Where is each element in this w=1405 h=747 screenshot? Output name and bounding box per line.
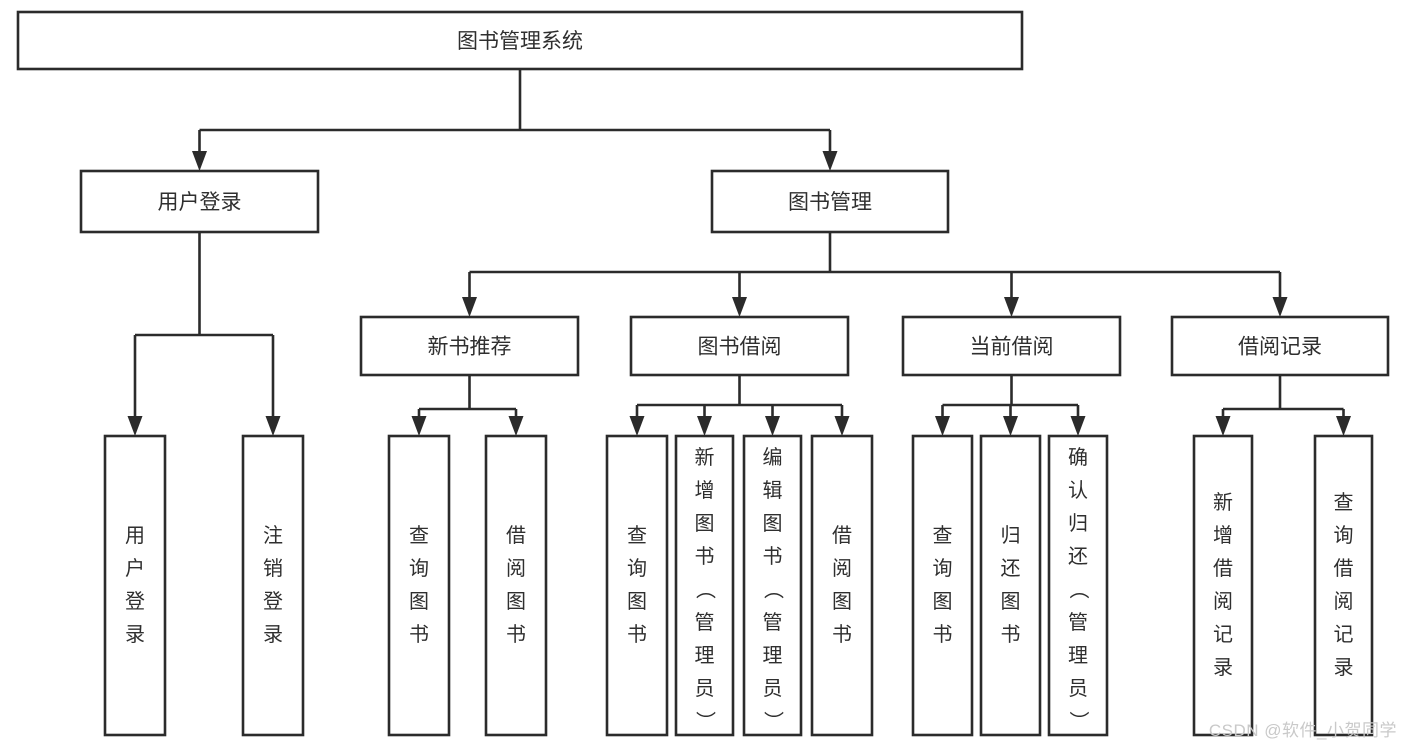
csdn-watermark: CSDN @软件_小贺同学 [1208, 721, 1397, 740]
node-box[interactable] [1047, 434, 1109, 737]
arrow-head-icon [1003, 416, 1018, 436]
node-label: 图书管理系统 [457, 30, 583, 53]
arrow-head-icon [1336, 416, 1351, 436]
node-leaf-user-login[interactable]: 用户登录 [103, 434, 167, 737]
connector-group-book-manage [462, 232, 1288, 317]
node-book-manage[interactable]: 图书管理 [710, 169, 950, 234]
node-box[interactable] [605, 434, 669, 737]
node-leaf-query-record[interactable]: 查询借阅记录 [1313, 434, 1374, 737]
arrow-head-icon [265, 416, 281, 436]
node-box[interactable] [810, 434, 874, 737]
node-box[interactable] [484, 434, 548, 737]
node-box[interactable] [710, 169, 950, 234]
connector-group-root [192, 69, 838, 171]
node-box[interactable] [387, 434, 451, 737]
node-label: 新书推荐 [428, 336, 512, 359]
node-box[interactable] [16, 10, 1024, 71]
node-box[interactable] [742, 434, 803, 737]
arrow-head-icon [192, 151, 207, 171]
node-label: 编辑图书（管理员） [763, 446, 784, 733]
arrow-head-icon [629, 416, 645, 436]
node-label: 借阅图书 [832, 524, 852, 646]
node-leaf-logout[interactable]: 注销登录 [241, 434, 305, 737]
node-box[interactable] [979, 434, 1042, 737]
arrow-head-icon [834, 416, 850, 436]
arrow-head-icon [127, 416, 143, 436]
connector-group-borrow-record [1215, 375, 1351, 436]
connector-group-user-login [127, 232, 281, 436]
node-leaf-query-book-1[interactable]: 查询图书 [387, 434, 451, 737]
node-new-book-rec[interactable]: 新书推荐 [359, 315, 580, 377]
arrow-head-icon [935, 416, 950, 436]
node-borrow-record[interactable]: 借阅记录 [1170, 315, 1390, 377]
node-label: 查询图书 [933, 524, 953, 646]
node-leaf-add-record[interactable]: 新增借阅记录 [1192, 434, 1254, 737]
node-book-borrow[interactable]: 图书借阅 [629, 315, 850, 377]
arrow-head-icon [411, 416, 427, 436]
node-label: 借阅记录 [1238, 336, 1322, 359]
node-leaf-borrow-book-1[interactable]: 借阅图书 [484, 434, 548, 737]
node-label: 图书管理 [788, 191, 872, 214]
node-label: 新增图书（管理员） [695, 446, 716, 733]
arrow-head-icon [822, 151, 838, 171]
arrow-head-icon [462, 297, 477, 317]
node-leaf-add-book[interactable]: 新增图书（管理员） [674, 434, 735, 737]
node-layer: 图书管理系统用户登录图书管理新书推荐图书借阅当前借阅借阅记录用户登录注销登录查询… [16, 10, 1390, 737]
node-label: 用户登录 [125, 525, 145, 646]
node-label: 归还图书 [1001, 524, 1021, 646]
node-label: 查询图书 [627, 524, 647, 646]
node-label: 查询图书 [409, 524, 429, 646]
node-box[interactable] [629, 315, 850, 377]
connector-group-book-borrow [629, 375, 850, 436]
node-box[interactable] [1313, 434, 1374, 737]
node-label: 图书借阅 [698, 336, 782, 359]
node-user-login[interactable]: 用户登录 [79, 169, 320, 234]
node-box[interactable] [79, 169, 320, 234]
node-leaf-confirm-return[interactable]: 确认归还（管理员） [1047, 434, 1109, 737]
node-box[interactable] [901, 315, 1122, 377]
node-box[interactable] [241, 434, 305, 737]
connector-group-current-borrow [935, 375, 1086, 436]
node-label: 新增借阅记录 [1213, 491, 1233, 679]
arrow-head-icon [1070, 416, 1086, 436]
node-label: 当前借阅 [970, 336, 1054, 359]
node-box[interactable] [911, 434, 974, 737]
arrow-head-icon [732, 297, 747, 317]
connector-group-new-book-rec [411, 375, 524, 436]
arrow-head-icon [697, 416, 712, 436]
node-box[interactable] [359, 315, 580, 377]
node-leaf-edit-book[interactable]: 编辑图书（管理员） [742, 434, 803, 737]
node-leaf-query-book-2[interactable]: 查询图书 [605, 434, 669, 737]
arrow-head-icon [1004, 297, 1019, 317]
arrow-head-icon [1272, 297, 1288, 317]
node-box[interactable] [103, 434, 167, 737]
node-box[interactable] [674, 434, 735, 737]
node-label: 用户登录 [158, 191, 242, 214]
node-leaf-return-book[interactable]: 归还图书 [979, 434, 1042, 737]
node-label: 注销登录 [263, 524, 283, 646]
arrow-head-icon [765, 416, 780, 436]
node-root[interactable]: 图书管理系统 [16, 10, 1024, 71]
node-label: 查询借阅记录 [1334, 491, 1354, 679]
node-leaf-query-book-3[interactable]: 查询图书 [911, 434, 974, 737]
node-leaf-borrow-book-2[interactable]: 借阅图书 [810, 434, 874, 737]
node-label: 确认归还（管理员） [1068, 446, 1089, 733]
node-current-borrow[interactable]: 当前借阅 [901, 315, 1122, 377]
node-label: 借阅图书 [506, 524, 526, 646]
arrow-head-icon [508, 416, 524, 436]
node-box[interactable] [1170, 315, 1390, 377]
connector-layer [127, 69, 1351, 436]
node-box[interactable] [1192, 434, 1254, 737]
arrow-head-icon [1215, 416, 1231, 436]
